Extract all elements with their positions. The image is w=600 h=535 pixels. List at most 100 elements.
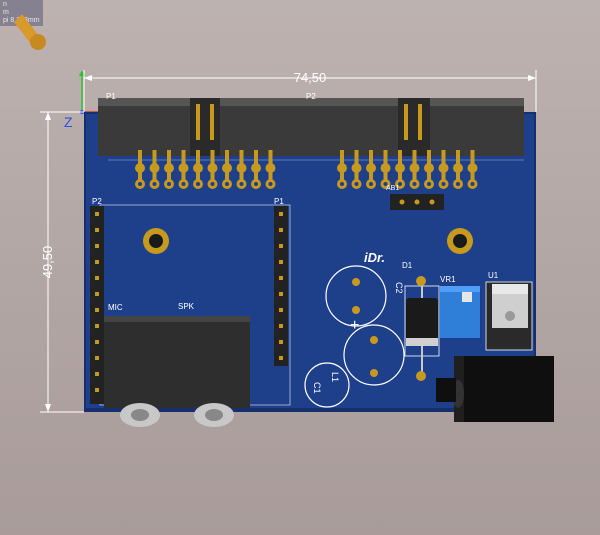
side-header-p1: P1 <box>274 197 288 366</box>
side-pin <box>95 260 99 264</box>
p2-top-label: P2 <box>306 92 316 101</box>
header-pin <box>383 166 388 184</box>
pin-hole <box>254 182 258 186</box>
width-dimension-text: 74,50 <box>294 70 327 85</box>
pin-hole <box>181 182 186 186</box>
vr1-label: VR1 <box>440 275 456 284</box>
regulator-u1: U1 <box>485 271 533 351</box>
jumper-ab1: AB1 <box>386 185 444 210</box>
header-pin <box>225 150 229 168</box>
side-pin <box>279 324 283 328</box>
pin-hole <box>210 182 215 186</box>
side-pin <box>279 340 283 344</box>
width-dimension: 74,50 <box>83 70 537 112</box>
trimmer-vr1: VR1 <box>440 275 480 338</box>
pin-hole <box>383 182 388 186</box>
side-pin <box>95 356 99 360</box>
header-pin <box>196 166 200 184</box>
pin-hole <box>196 182 200 186</box>
pin-hole <box>427 182 431 186</box>
header-pin <box>181 150 186 168</box>
capacitor-c1: C1 <box>304 362 350 408</box>
side-pin <box>95 308 99 312</box>
dc-power-jack <box>436 356 554 422</box>
side-pin <box>95 212 99 216</box>
c1-label: C1 <box>312 382 322 394</box>
header-pin <box>138 166 142 184</box>
header-pin <box>239 166 244 184</box>
header-pin <box>181 166 186 184</box>
pin-hole <box>167 182 171 186</box>
header-pin <box>427 150 431 168</box>
pin-hole <box>239 182 244 186</box>
header-pin <box>470 150 475 168</box>
header-pin <box>441 166 446 184</box>
header-pin <box>138 150 142 168</box>
diode-d1: D1 <box>402 261 440 381</box>
header-pin <box>412 166 417 184</box>
header-pin <box>210 150 215 168</box>
side-pin <box>279 212 283 216</box>
pin-hole <box>441 182 446 186</box>
header-pin <box>239 150 244 168</box>
side-pin <box>95 324 99 328</box>
header-pin <box>427 166 431 184</box>
header-pin <box>340 166 344 184</box>
l1-label: L1 <box>330 372 340 382</box>
header-pin <box>369 166 373 184</box>
u1-label: U1 <box>488 271 499 280</box>
header-pin <box>456 150 460 168</box>
side-pin <box>95 276 99 280</box>
jumper-label: AB1 <box>386 185 399 192</box>
side-pin <box>279 356 283 360</box>
pin-hole <box>470 182 475 186</box>
header-pin <box>196 150 200 168</box>
pin-hole <box>456 182 460 186</box>
axis-z-label: Z <box>64 114 73 130</box>
header-pin-rows <box>135 150 478 189</box>
header-pin <box>167 166 171 184</box>
side-header-p2: P2 <box>90 197 104 404</box>
info-line-2: m <box>3 9 9 16</box>
pin-hole <box>369 182 373 186</box>
pin-hole <box>412 182 417 186</box>
side-pin <box>279 276 283 280</box>
side-pin <box>279 228 283 232</box>
side-pin <box>279 308 283 312</box>
p1-side-label: P1 <box>274 197 284 206</box>
pin-hole <box>152 182 157 186</box>
mounting-hole-right <box>447 228 473 254</box>
d1-label: D1 <box>402 261 413 270</box>
header-p2-top: P2 <box>300 92 524 156</box>
header-pin <box>254 150 258 168</box>
view-cube-icon[interactable] <box>14 14 46 50</box>
pin-hole <box>268 182 273 186</box>
header-pin <box>167 150 171 168</box>
header-pin <box>456 166 460 184</box>
header-pin <box>470 166 475 184</box>
height-dimension-text: 49,50 <box>40 246 55 279</box>
header-pin <box>383 150 388 168</box>
capacitor-c2: C2 <box>325 265 404 327</box>
side-pin <box>95 372 99 376</box>
header-pin <box>369 150 373 168</box>
side-pin <box>95 388 99 392</box>
pin-hole <box>398 182 402 186</box>
side-pin <box>95 340 99 344</box>
pin-hole <box>138 182 142 186</box>
side-pin <box>95 292 99 296</box>
spk-label: SPK <box>178 302 195 311</box>
info-line-1: n <box>3 1 7 8</box>
header-p1-top: P1 <box>98 92 300 156</box>
height-dimension: 49,50 <box>40 111 84 413</box>
header-pin <box>354 150 359 168</box>
side-pin <box>95 228 99 232</box>
side-pin <box>95 244 99 248</box>
side-pin <box>279 260 283 264</box>
header-pin <box>268 166 273 184</box>
side-pin <box>279 292 283 296</box>
mic-label: MIC <box>108 303 123 312</box>
pin-hole <box>340 182 344 186</box>
mounting-hole-left <box>143 228 169 254</box>
